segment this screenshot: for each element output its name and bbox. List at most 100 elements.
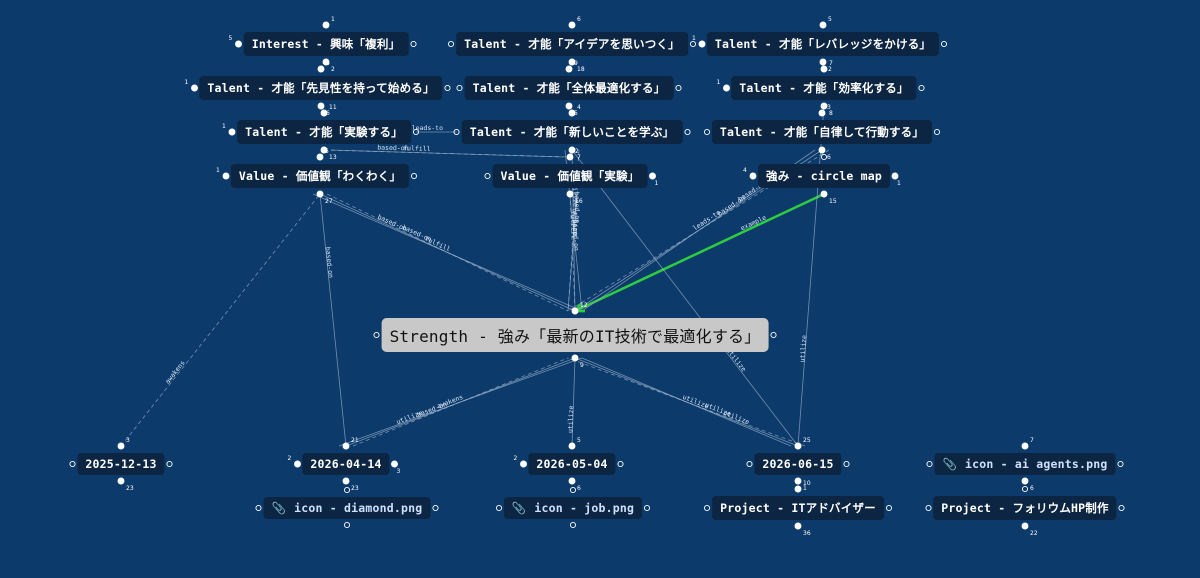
port-bottom[interactable]	[568, 477, 576, 485]
port-right[interactable]	[410, 40, 417, 48]
node-value-excitement[interactable]: Value - 価値観「わくわく」	[230, 164, 410, 188]
port-bottom[interactable]	[568, 58, 576, 66]
port-top[interactable]	[316, 153, 324, 161]
port-right[interactable]	[649, 172, 656, 180]
port-bottom[interactable]	[1021, 477, 1029, 485]
port-top[interactable]	[569, 486, 577, 494]
edge-d1-v_waku[interactable]	[120, 193, 321, 447]
port-bottom[interactable]	[794, 522, 802, 530]
port-right[interactable]	[891, 172, 899, 180]
port-top[interactable]	[1021, 485, 1029, 493]
node-interest-compound[interactable]: Interest - 興味「複利」	[243, 32, 409, 56]
port-bottom[interactable]	[568, 146, 576, 154]
port-top[interactable]	[568, 109, 576, 117]
port-right[interactable]	[843, 460, 850, 468]
port-right[interactable]	[1117, 460, 1124, 468]
port-bottom[interactable]	[342, 477, 350, 485]
node-talent-leverage[interactable]: Talent - 才能「レバレッジをかける」	[706, 32, 940, 56]
edge-v_waku-strength[interactable]	[312, 193, 583, 312]
port-left[interactable]	[746, 460, 753, 468]
port-left[interactable]	[456, 84, 463, 92]
edge-d2-strength[interactable]	[338, 357, 583, 447]
node-date-2026-04-14[interactable]: 2026-04-14	[302, 453, 390, 475]
edge-d3-strength[interactable]	[571, 357, 576, 447]
port-left[interactable]	[69, 460, 76, 468]
port-bottom[interactable]	[343, 521, 351, 529]
port-top[interactable]	[342, 442, 350, 450]
port-top[interactable]	[794, 442, 802, 450]
port-top[interactable]	[568, 442, 576, 450]
port-top[interactable]	[117, 442, 125, 450]
port-bottom[interactable]	[569, 521, 577, 529]
node-project-it-advisor[interactable]: Project - ITアドバイザー	[712, 496, 884, 520]
port-bottom[interactable]	[117, 477, 125, 485]
port-right[interactable]	[432, 504, 439, 512]
node-strength-center[interactable]: Strength - 強み「最新のIT技術で最適化する」	[381, 318, 769, 352]
port-right[interactable]	[1118, 504, 1125, 512]
port-right[interactable]	[689, 40, 697, 48]
port-right[interactable]	[410, 172, 418, 180]
port-bottom[interactable]	[794, 477, 802, 485]
port-left[interactable]	[925, 504, 932, 512]
port-top[interactable]	[820, 153, 828, 161]
port-top[interactable]	[566, 153, 574, 161]
port-right[interactable]	[675, 84, 682, 92]
port-right[interactable]	[918, 84, 925, 92]
node-project-forium-hp[interactable]: Project - フォリウムHP制作	[933, 496, 1117, 520]
port-bottom[interactable]	[317, 102, 325, 110]
node-talent-autonomous[interactable]: Talent - 才能「自律して行動する」	[711, 120, 933, 144]
node-talent-learn-new[interactable]: Talent - 才能「新しいことを学ぶ」	[461, 120, 683, 144]
port-right[interactable]	[391, 460, 398, 468]
port-left[interactable]	[703, 128, 711, 136]
port-left[interactable]	[453, 128, 460, 136]
port-bottom[interactable]	[565, 102, 573, 110]
port-top[interactable]	[571, 307, 579, 315]
port-right[interactable]	[885, 504, 893, 512]
port-right[interactable]	[933, 128, 941, 136]
port-top[interactable]	[568, 21, 576, 29]
port-bottom[interactable]	[820, 102, 828, 110]
port-left[interactable]	[191, 84, 198, 92]
node-strength-circle-map[interactable]: 強み - circle map	[757, 164, 891, 188]
edge-d4-strength[interactable]	[581, 357, 792, 447]
node-file-job[interactable]: 📎icon - job.png	[503, 497, 643, 519]
edge-v_waku-d2[interactable]	[319, 193, 347, 447]
node-talent-foresight[interactable]: Talent - 才能「先見性を持って始める」	[199, 76, 443, 100]
port-top[interactable]	[818, 109, 826, 117]
port-left[interactable]	[698, 40, 706, 48]
port-right[interactable]	[617, 460, 624, 468]
edge-d4-t_kou[interactable]	[797, 105, 825, 447]
port-left[interactable]	[235, 40, 242, 48]
edge-circle-strength[interactable]	[574, 192, 825, 313]
port-left[interactable]	[703, 504, 711, 512]
port-left[interactable]	[723, 84, 730, 92]
port-top[interactable]	[317, 65, 325, 73]
port-right[interactable]	[770, 331, 777, 339]
node-value-experiment[interactable]: Value - 価値観「実験」	[492, 164, 648, 188]
port-top[interactable]	[819, 21, 827, 29]
port-bottom[interactable]	[1021, 522, 1029, 530]
node-date-2026-06-15[interactable]: 2026-06-15	[754, 453, 842, 475]
port-bottom[interactable]	[566, 190, 574, 198]
port-top[interactable]	[320, 109, 328, 117]
edge-d2-strength[interactable]	[352, 357, 569, 447]
port-bottom[interactable]	[322, 58, 330, 66]
node-date-2026-05-04[interactable]: 2026-05-04	[528, 453, 616, 475]
node-talent-idea[interactable]: Talent - 才能「アイデアを思いつく」	[456, 32, 688, 56]
node-talent-experiment[interactable]: Talent - 才能「実験する」	[237, 120, 411, 144]
port-bottom[interactable]	[316, 190, 324, 198]
port-left[interactable]	[222, 172, 230, 180]
port-bottom[interactable]	[819, 58, 827, 66]
port-left[interactable]	[447, 40, 455, 48]
node-talent-optimize-whole[interactable]: Talent - 才能「全体最適化する」	[464, 76, 674, 100]
node-talent-efficiency[interactable]: Talent - 才能「効率化する」	[731, 76, 917, 100]
port-left[interactable]	[520, 460, 527, 468]
port-top[interactable]	[322, 21, 330, 29]
port-top[interactable]	[343, 486, 351, 494]
port-top[interactable]	[820, 65, 828, 73]
port-right[interactable]	[166, 460, 173, 468]
port-left[interactable]	[749, 172, 757, 180]
port-left[interactable]	[373, 331, 380, 339]
port-top[interactable]	[1021, 442, 1029, 450]
edge-d4-t_atr[interactable]	[571, 149, 799, 447]
